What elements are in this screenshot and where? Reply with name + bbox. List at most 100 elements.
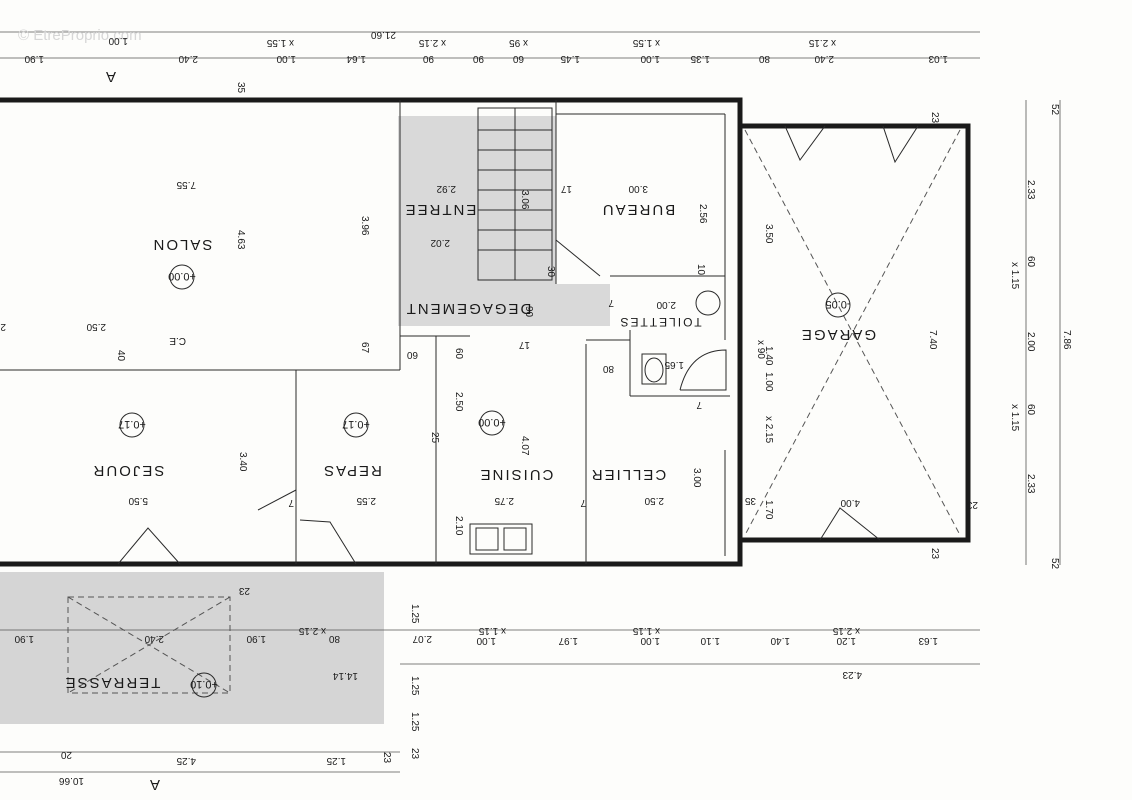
dim-label: 2.50: [644, 495, 664, 506]
dim-label: 40: [115, 350, 126, 362]
level-markers: +0.00 -0.05 +0.17 +0.17 +0.00 +0.10: [118, 264, 851, 698]
dim-label: 1.00: [108, 35, 128, 46]
dim-label: 60: [1025, 256, 1036, 268]
dim-label: 17: [518, 339, 530, 350]
dim-label: 67: [359, 342, 370, 354]
dim-label: 1.25: [409, 604, 420, 624]
dim-label: 1.00: [476, 635, 496, 646]
terrasse-shading: [0, 572, 384, 724]
dim-label: 60: [512, 53, 524, 64]
dim-label: 7: [580, 497, 586, 508]
dim-label: 3.50: [763, 224, 774, 244]
dim-label: 4.63: [235, 230, 246, 250]
section-mark-top: A: [104, 68, 116, 85]
dim-label: 1.00: [640, 53, 660, 64]
dim-label: 3.00: [691, 468, 702, 488]
dim-label: 7: [608, 297, 614, 308]
dim-label: 52: [1049, 104, 1060, 116]
dim-label: 2.33: [1025, 474, 1036, 494]
dim-label: 2.40: [814, 53, 834, 64]
dim-label: 2.50: [453, 392, 464, 412]
dim-label: 1.00: [640, 635, 660, 646]
dim-label: C.E: [169, 335, 186, 346]
dim-label: x 1.15: [632, 625, 660, 636]
dim-label: 4.23: [842, 669, 862, 680]
room-label-sejour: SEJOUR: [92, 462, 165, 479]
dim-label: 1.10: [700, 635, 720, 646]
dim-label: 7.86: [1061, 330, 1072, 350]
room-label-entree: ENTREE: [404, 201, 477, 218]
level-sejour: +0.17: [118, 418, 146, 430]
dim-label: 2.40: [144, 633, 164, 644]
dim-label: x 2.15: [808, 37, 836, 48]
dim-label: x 2.15: [418, 37, 446, 48]
dim-label: x 1.15: [1009, 262, 1020, 290]
dim-label: 1.03: [928, 53, 948, 64]
dim-label: 60: [453, 348, 464, 360]
dim-label: 1.45: [560, 53, 580, 64]
degagement-shading: [398, 284, 610, 326]
dim-label: 23: [929, 548, 940, 560]
dim-label: 1.25: [409, 712, 420, 732]
dim-label: 7: [696, 399, 702, 410]
room-label-cuisine: CUISINE: [479, 466, 554, 483]
dim-label: 90: [472, 53, 484, 64]
dim-label: x 1.15: [478, 625, 506, 636]
doors: [117, 125, 919, 565]
dim-label: 35: [744, 495, 756, 506]
dim-label: 1.35: [690, 53, 710, 64]
dim-label: 1.25: [409, 676, 420, 696]
dim-label: 21.60: [371, 29, 396, 40]
dim-label: 7: [288, 497, 294, 508]
dim-label: 17: [560, 183, 572, 194]
dim-label: 2.50: [86, 321, 106, 332]
dim-label: 80: [602, 363, 614, 374]
dim-label: 20: [60, 749, 72, 760]
dim-label: 2.10: [453, 516, 464, 536]
room-label-degagement: DEGAGEMENT: [405, 300, 532, 317]
exterior-wall: [0, 97, 743, 567]
dim-label: 10.66: [59, 775, 84, 786]
dim-label: x 95: [509, 37, 528, 48]
right-dimension-chain: 52 2.33 60 x 1.15 2.00 60 x 1.15 2.33 52…: [1009, 104, 1072, 570]
dim-label: 1.64: [346, 53, 366, 64]
dim-label: 2.92: [436, 183, 456, 194]
terrasse-diagonals: [67, 596, 231, 694]
dim-label: 80: [328, 633, 340, 644]
toilet: [641, 353, 667, 385]
dim-label: 1.70: [763, 500, 774, 520]
dim-label: 4.25: [176, 755, 196, 766]
dim-label: 25: [0, 321, 6, 332]
dim-label: 23: [409, 748, 420, 760]
bottom-dimension-chain: 1.90 1.90 80 x 2.15 2.07 1.00 x 1.15 1.9…: [14, 604, 938, 786]
dim-label: 1.90: [246, 633, 266, 644]
room-label-bureau: BUREAU: [601, 201, 676, 218]
kitchen-sink: [469, 523, 533, 555]
dim-label: 23: [966, 499, 978, 510]
dim-label: x 90: [755, 340, 766, 359]
dim-label: 23: [381, 752, 392, 764]
interior-walls: [0, 100, 730, 564]
dim-label: 1.00: [276, 53, 296, 64]
entree-shading: [398, 116, 556, 284]
dim-label: 2.55: [356, 495, 376, 506]
dim-label: x 1.15: [1009, 404, 1020, 432]
room-label-salon: SALON: [152, 236, 213, 253]
dim-label: 2.00: [656, 299, 676, 310]
dim-label: 80: [758, 53, 770, 64]
top-dimension-chain: 21.60 1.90 1.00 2.40 1.00 1.64 90 90 60 …: [24, 29, 948, 64]
dim-label: 90: [523, 306, 534, 318]
dim-label: 2.75: [494, 495, 514, 506]
misc-dimensions: 35 23 23 17 10 17 67 40 60 7 1.00 x 2.15…: [0, 82, 978, 596]
section-mark-bottom: A: [148, 776, 160, 793]
dim-label: 2.00: [1025, 332, 1036, 352]
dim-label: 10: [695, 264, 706, 276]
dim-label: 1.90: [14, 633, 34, 644]
garage-diagonals: [744, 129, 961, 536]
room-dimensions: 7.55 4.63 3.96 2.92 2.02 3.06 3.00 2.56 …: [128, 179, 938, 681]
level-repas: +0.17: [342, 418, 370, 430]
staircase: [477, 107, 553, 281]
watermark: © EtreProprio.com: [18, 27, 142, 44]
dim-label: 14.14: [333, 670, 358, 681]
level-salon: +0.00: [168, 270, 196, 282]
